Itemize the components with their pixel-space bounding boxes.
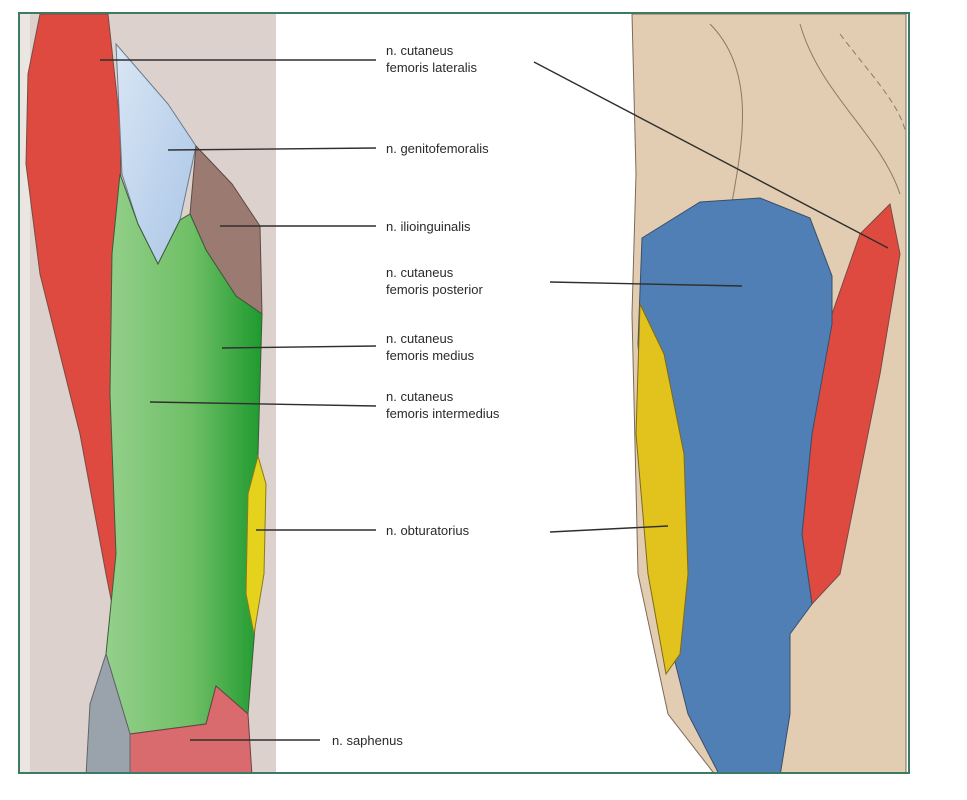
label-cutaneus-femoris-posterior: n. cutaneus femoris posterior <box>386 264 483 298</box>
region-saphenus <box>129 685 253 772</box>
label-ilioinguinalis: n. ilioinguinalis <box>386 219 471 234</box>
label-line: femoris posterior <box>386 282 483 297</box>
label-obturatorius: n. obturatorius <box>386 523 470 538</box>
posterior-thigh <box>631 14 907 772</box>
label-cutaneus-femoris-medius: n. cutaneus femoris medius <box>386 330 474 364</box>
leader-lines <box>100 59 889 741</box>
leader-medius <box>221 345 377 349</box>
label-line: n. cutaneus <box>386 265 454 280</box>
label-line: n. cutaneus <box>386 389 454 404</box>
gluteal-contour-2 <box>799 23 901 195</box>
leader-genitofemoralis <box>167 147 377 151</box>
region-obturatorius-anterior <box>245 454 267 635</box>
label-line: n. cutaneus <box>386 43 454 58</box>
leader-posterior <box>549 281 743 287</box>
label-genitofemoralis: n. genitofemoralis <box>386 141 489 156</box>
leader-obturatorius-right <box>549 525 669 533</box>
leader-intermedius <box>149 401 377 407</box>
gluteal-contour-1 <box>709 23 743 215</box>
label-cutaneus-femoris-intermedius: n. cutaneus femoris intermedius <box>386 388 499 422</box>
region-knee-grey <box>85 652 131 772</box>
figure-frame: n. cutaneus femoris lateralis n. genitof… <box>18 12 910 774</box>
label-line: femoris lateralis <box>386 60 478 75</box>
region-obturatorius-posterior <box>635 303 689 676</box>
label-line: femoris intermedius <box>386 406 500 421</box>
label-line: n. cutaneus <box>386 331 454 346</box>
label-cutaneus-femoris-lateralis: n. cutaneus femoris lateralis <box>386 42 477 76</box>
gluteal-contour-3 <box>839 33 907 135</box>
leader-lateralis-right <box>533 61 889 249</box>
label-line: femoris medius <box>386 348 475 363</box>
anterior-thigh <box>20 14 276 772</box>
nerve-diagram <box>20 14 907 772</box>
label-saphenus: n. saphenus <box>332 733 403 748</box>
